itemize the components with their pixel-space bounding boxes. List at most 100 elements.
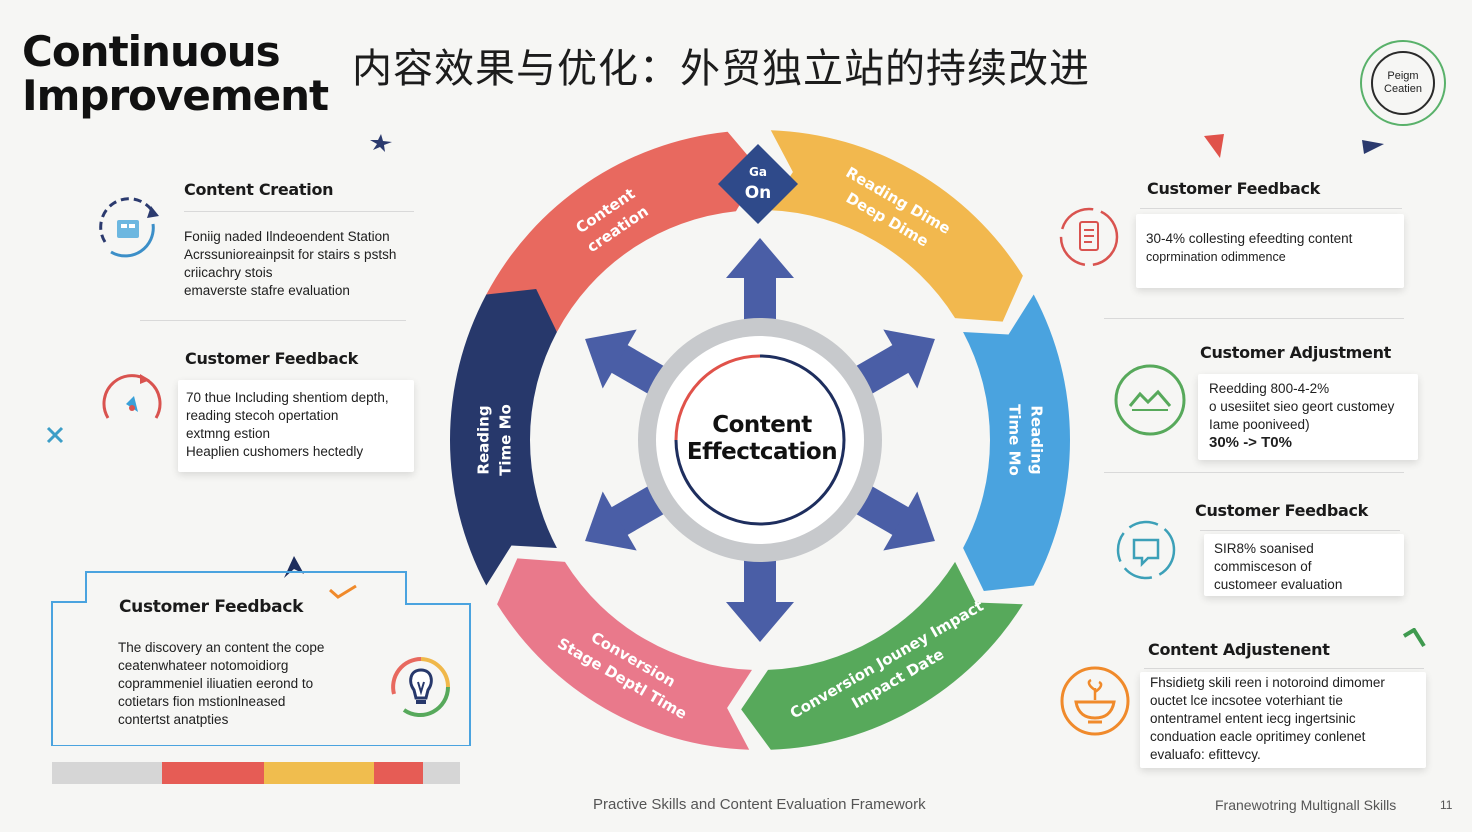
right-card-2: Customer Adjustment (1200, 343, 1391, 362)
left-card-3-frame (50, 570, 472, 746)
card-title: Customer Feedback (1147, 179, 1320, 198)
segment-label-line: Reading (475, 405, 493, 474)
card-line: cotietars fion mstionlneased (118, 694, 286, 709)
segment-label-line: Time Mo (1006, 404, 1024, 476)
cross-icon (46, 426, 64, 444)
star-icon (370, 134, 392, 152)
cycle-segment-6 (450, 289, 557, 586)
bowl-icon (1060, 666, 1130, 736)
card-title: Customer Adjustment (1200, 343, 1392, 362)
page-title-en: Continuous Improvement (22, 27, 329, 118)
cycle-segment-3 (963, 294, 1070, 591)
right-card-2-body: Reedding 800-4-2% o usesiitet sieo geort… (1209, 380, 1394, 452)
left-card-2-box (178, 380, 414, 472)
card-line: contertst anatpties (118, 712, 229, 727)
card-line: o usesiitet sieo geort customey (1209, 399, 1395, 414)
card-line: criicachry stois (184, 265, 273, 280)
card-line: The discovery an content the cope (118, 640, 325, 655)
marker-text-2: On (745, 183, 772, 203)
triangle-red-icon (1204, 134, 1224, 158)
divider (1140, 208, 1402, 209)
card-line: conduation eacle opritimey conlenet (1150, 729, 1366, 744)
card-line: SIR8% soanised (1214, 541, 1314, 556)
center-line-1: Content (712, 412, 812, 438)
right-card-3-body: SIR8% soanised commisceson of customeer … (1214, 540, 1342, 594)
progress-segment-1 (162, 762, 265, 784)
card-line: customeer evaluation (1214, 577, 1343, 592)
card-line: Reedding 800-4-2% (1209, 381, 1330, 396)
badge-text-2: Ceatien (1384, 83, 1422, 95)
card-title: Customer Feedback (1195, 501, 1368, 520)
left-card-1-body: Foniig naded Ilndeoendent Station Acrssu… (184, 228, 396, 300)
card-line: Fhsidietg skili reen i notoroind dimomer (1150, 675, 1385, 690)
card-title: Content Creation (184, 180, 334, 199)
card-line: extmng estion (186, 426, 271, 441)
footer-center: Practive Skills and Content Evaluation F… (593, 796, 926, 813)
right-card-3: Customer Feedback (1195, 501, 1368, 520)
left-card-2: Customer Feedback (185, 349, 358, 368)
right-card-1-box (1136, 214, 1404, 288)
card-line: Acrssunioreainpsit for stairs s pstsh (184, 247, 397, 262)
arrow-head (585, 491, 637, 551)
right-card-4: Content Adjustenent (1148, 640, 1330, 659)
marker-diamond (718, 144, 798, 224)
arrow-head (883, 329, 935, 389)
left-card-3-body: The discovery an content the cope ceaten… (118, 639, 324, 729)
card-title: Customer Feedback (119, 597, 304, 617)
divider (1200, 530, 1400, 531)
check-orange-icon (329, 584, 357, 599)
card-line: commisceson of (1214, 559, 1312, 574)
card-title: Customer Feedback (185, 349, 358, 368)
divider (1104, 472, 1404, 473)
center-plate (656, 336, 864, 544)
cycle-segment-5 (497, 558, 752, 750)
card-line: 30% -> T0% (1209, 434, 1292, 451)
left-card-2-body: 70 thue Including shentiom depth, readin… (186, 389, 389, 461)
left-card-1: Content Creation (184, 180, 334, 199)
badge-text-1: Peigm (1387, 70, 1419, 82)
cycle-segment-2 (768, 130, 1023, 322)
divider (184, 211, 414, 212)
card-line: Iame pooniveed) (1209, 417, 1310, 432)
lightbulb-icon (391, 657, 450, 718)
card-line: coprammeniel iliuatien eerond to (118, 676, 314, 691)
divider (1104, 318, 1404, 319)
badge-logo: Peigm Ceatien (1360, 40, 1446, 126)
title-line-1: Continuous (22, 27, 281, 76)
badge-inner: Peigm Ceatien (1371, 51, 1435, 115)
marker-text-1: Ga (749, 165, 767, 179)
arrow-shaft (744, 552, 776, 606)
adjustment-icon (1114, 364, 1186, 436)
card-line: Heaplien cushomers hectedly (186, 444, 364, 459)
divider (140, 320, 406, 321)
center-arc-red (674, 354, 761, 441)
spoke-arrow-4 (726, 552, 794, 642)
arrow-head (883, 491, 935, 551)
divider (1144, 668, 1424, 669)
card-line: ceatenwhateer notomoidiorg (118, 658, 289, 673)
arrow-green-icon (1402, 628, 1426, 648)
progress-segment-2 (264, 762, 375, 784)
card-line: coprmination odimmence (1146, 250, 1286, 264)
left-card-3: Customer Feedback (119, 597, 303, 617)
right-card-4-box (1140, 672, 1426, 768)
card-line: emaverste stafre evaluation (184, 283, 350, 298)
arrow-shaft (744, 274, 776, 328)
card-line: reading stecoh opertation (186, 408, 339, 423)
arrow-head (726, 238, 794, 278)
cycle-segment-4 (741, 561, 1023, 750)
card-line: 70 thue Including shentiom depth, (186, 390, 389, 405)
card-title: Content Adjustenent (1148, 640, 1330, 659)
right-card-1-body: 30-4% collesting efeedting content coprm… (1146, 230, 1352, 266)
center-label: Content Effectcation (662, 412, 862, 466)
progress-segment-3 (374, 762, 424, 784)
card-line: Foniig naded Ilndeoendent Station (184, 229, 390, 244)
feedback-gauge-icon (102, 374, 162, 419)
right-card-3-box (1204, 534, 1404, 596)
card-line: ontentramel entent iecg ingertsinic (1150, 711, 1356, 726)
segment-label-line: Time Mo (497, 404, 515, 476)
card-line: evaluafo: efittevcy. (1150, 747, 1261, 762)
